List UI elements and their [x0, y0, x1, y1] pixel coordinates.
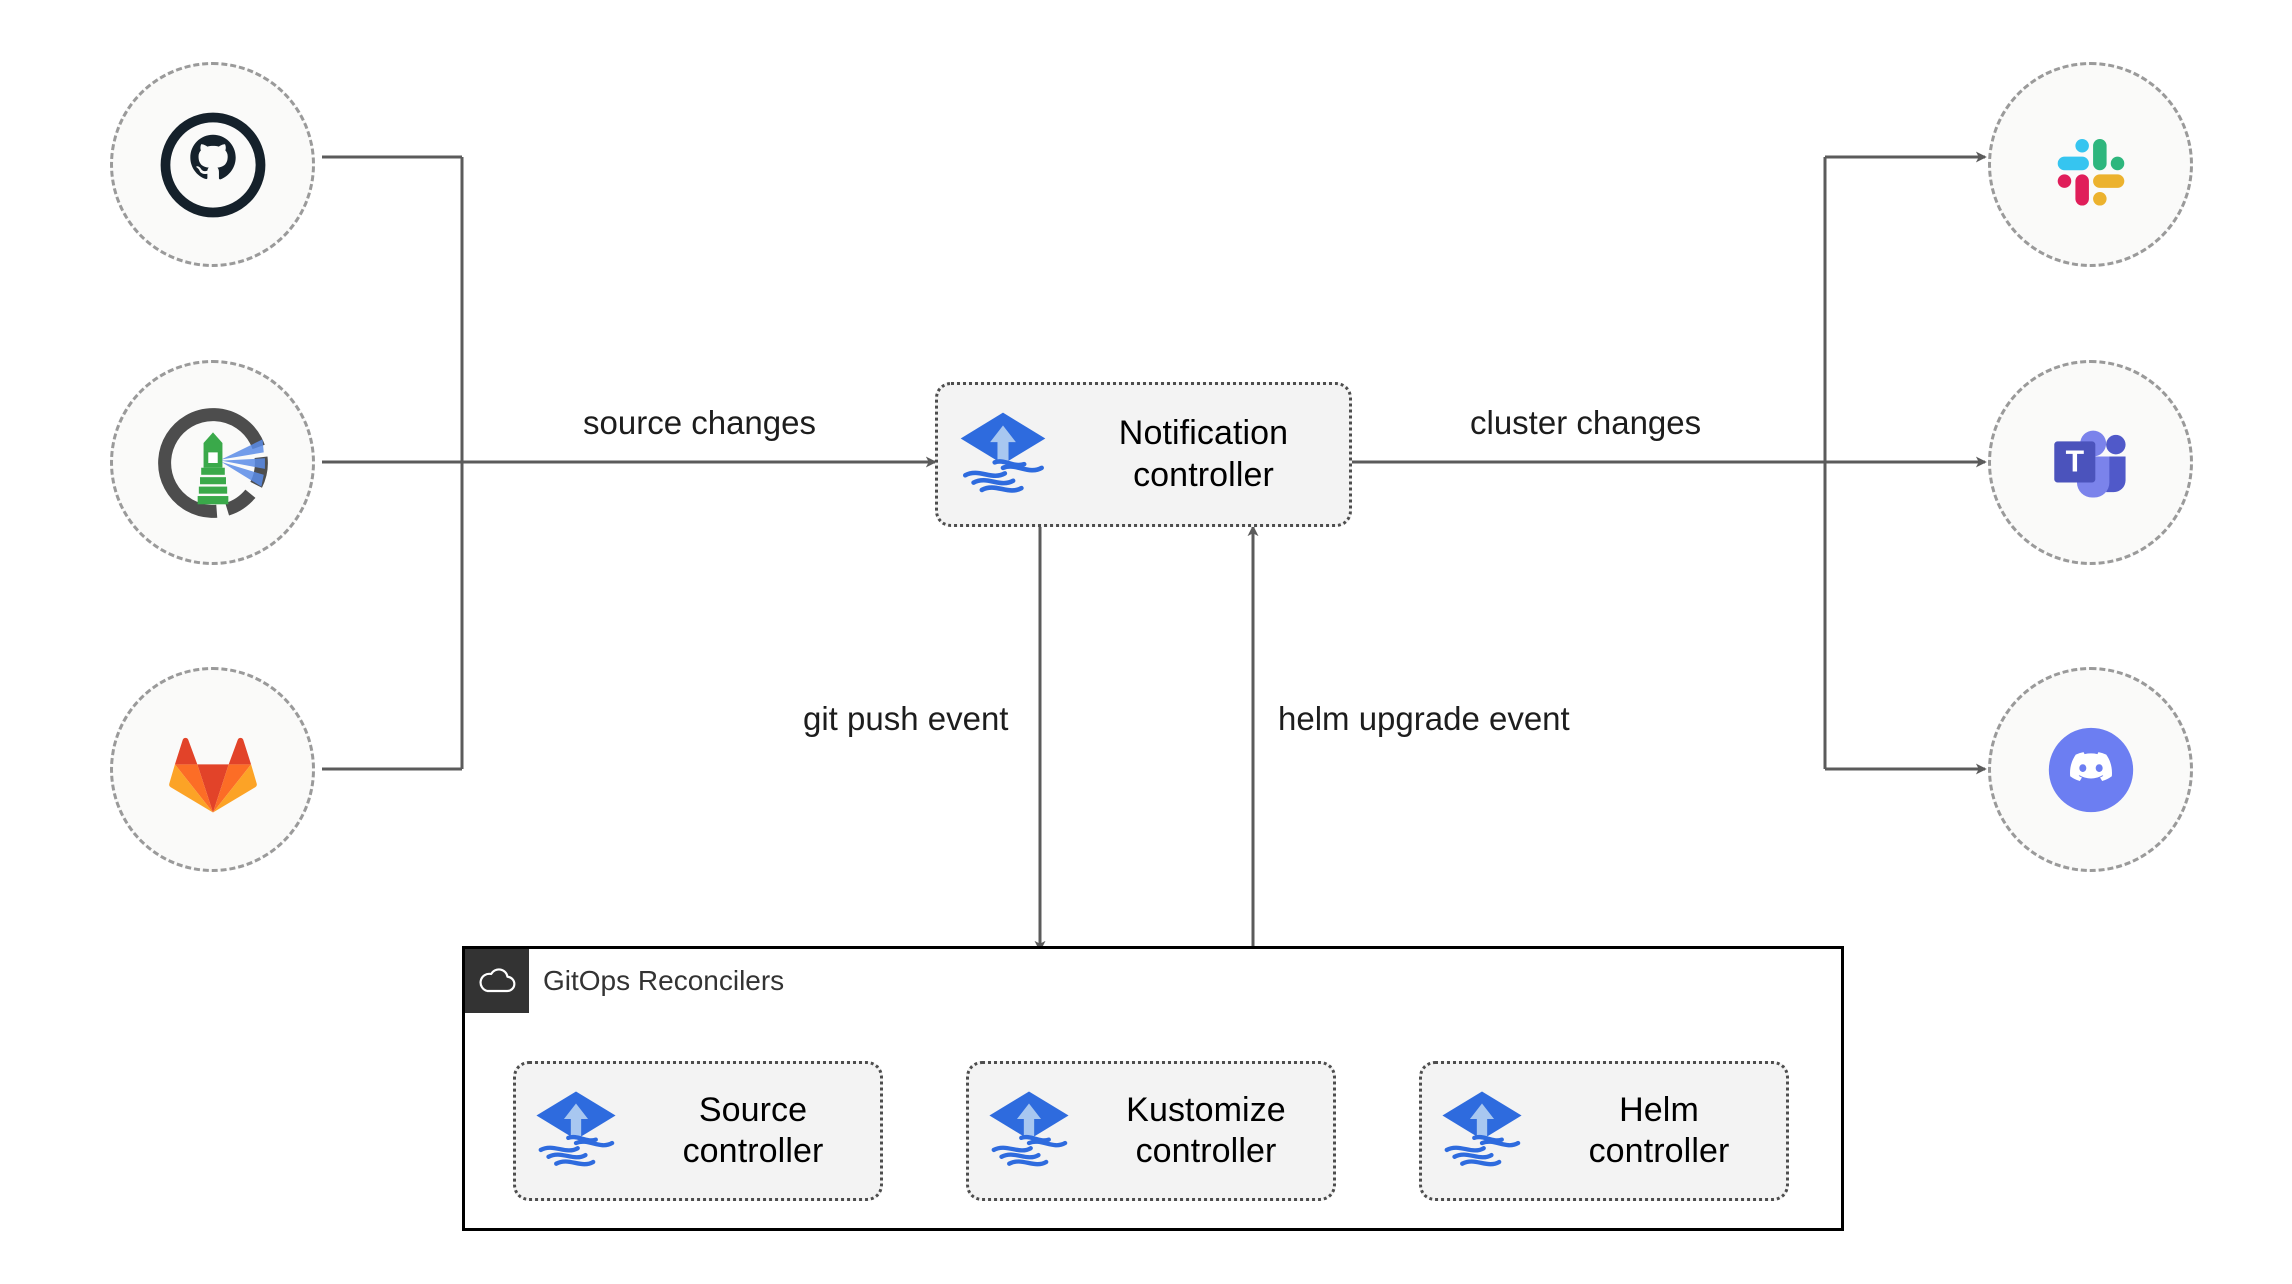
kustomize-controller-label: Kustomize controller — [1126, 1090, 1286, 1170]
cloud-icon — [465, 949, 529, 1013]
notification-controller-box[interactable]: Notification controller — [935, 382, 1352, 527]
edge-label-cluster-changes: cluster changes — [1470, 404, 1702, 441]
source-node-github[interactable] — [110, 62, 315, 267]
edge-label-helm-upgrade-event: helm upgrade event — [1278, 700, 1570, 737]
svg-text:T: T — [2065, 445, 2084, 478]
source-controller-box[interactable]: Source controller — [513, 1061, 883, 1201]
flux-icon — [1422, 1088, 1542, 1174]
target-node-discord[interactable] — [1988, 667, 2193, 872]
edge-label-source-changes: source changes — [583, 404, 816, 441]
gitlab-icon — [113, 670, 312, 869]
helm-controller-label: Helm controller — [1588, 1090, 1730, 1170]
source-node-flux[interactable] — [110, 360, 315, 565]
source-node-gitlab[interactable] — [110, 667, 315, 872]
kustomize-controller-box[interactable]: Kustomize controller — [966, 1061, 1336, 1201]
notification-controller-label: Notification controller — [1118, 414, 1289, 494]
slack-icon — [1991, 65, 2190, 264]
source-controller-label: Source controller — [682, 1090, 824, 1170]
flux-lighthouse-icon — [113, 363, 312, 562]
github-icon — [113, 65, 312, 264]
flux-icon — [969, 1088, 1089, 1174]
helm-controller-box[interactable]: Helm controller — [1419, 1061, 1789, 1201]
ms-teams-icon: T — [1991, 363, 2190, 562]
discord-icon — [1991, 670, 2190, 869]
target-node-teams[interactable]: T — [1988, 360, 2193, 565]
flux-icon — [516, 1088, 636, 1174]
gitops-reconcilers-title: GitOps Reconcilers — [543, 965, 785, 996]
edge-label-git-push-event: git push event — [803, 700, 1009, 737]
target-node-slack[interactable] — [1988, 62, 2193, 267]
gitops-reconcilers-container: GitOps Reconcilers Source cont — [462, 946, 1844, 1231]
flux-icon — [938, 409, 1068, 501]
